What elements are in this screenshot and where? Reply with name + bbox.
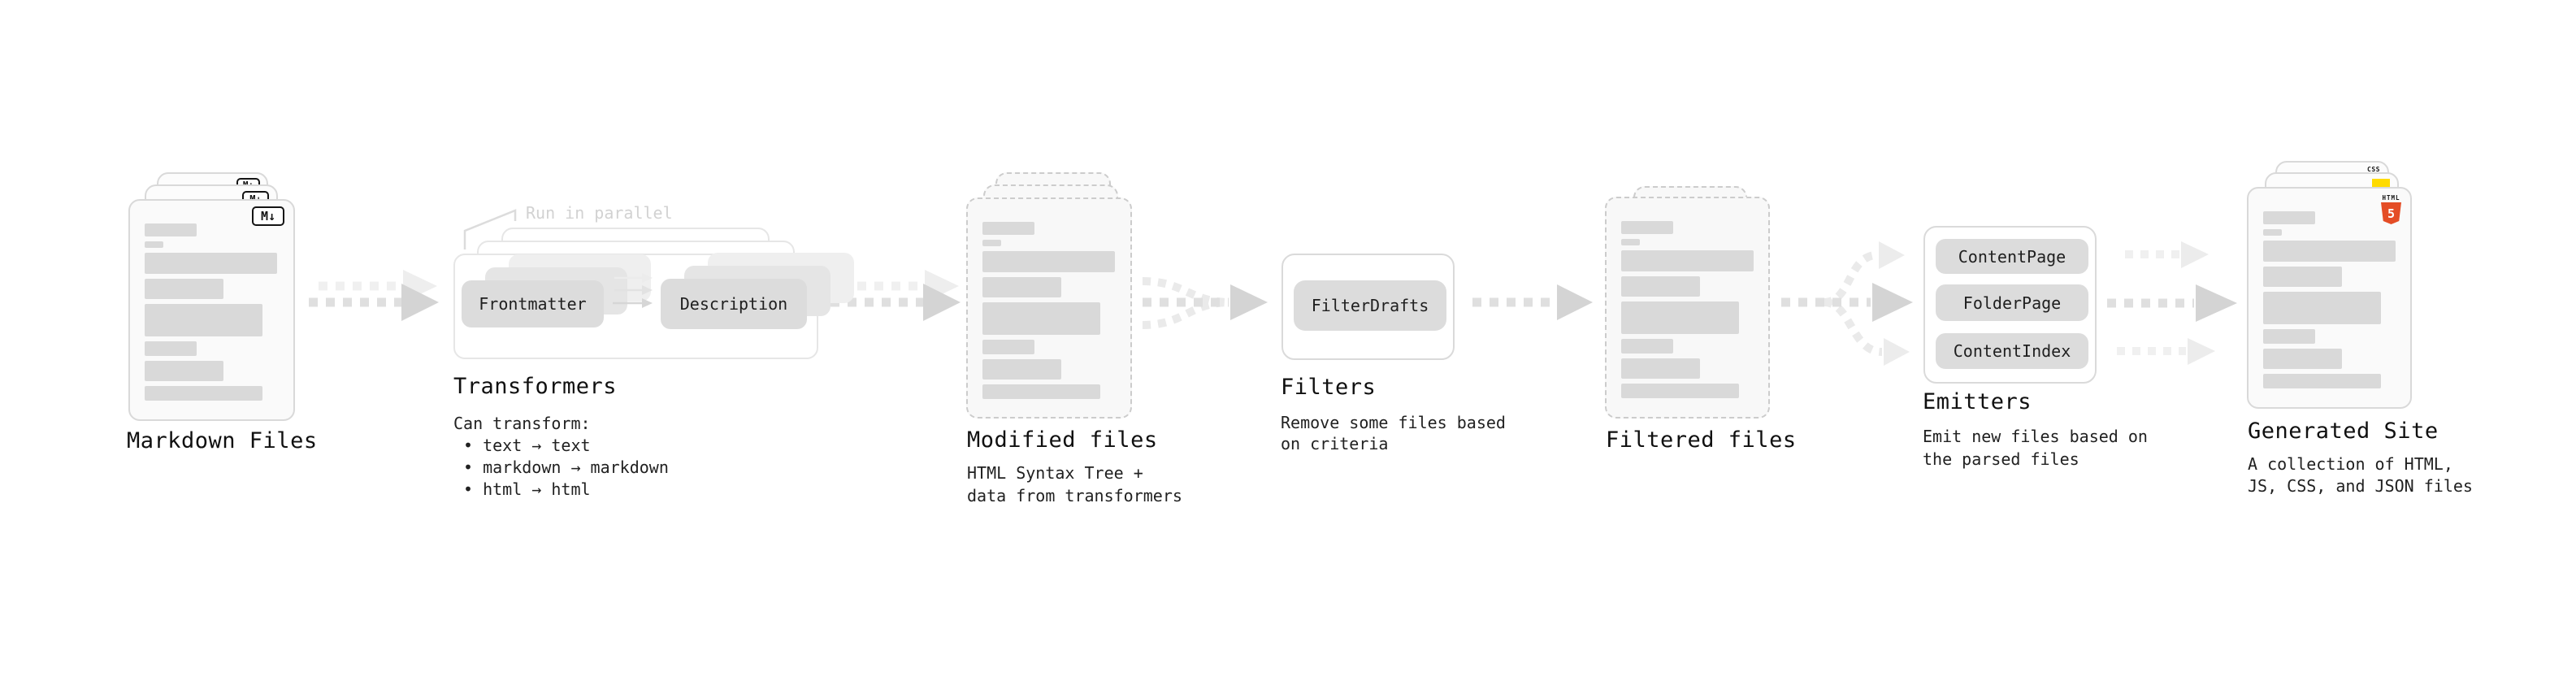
modified-files-stack	[966, 172, 1165, 424]
skeleton-line	[1621, 239, 1640, 245]
subtitle-line: HTML Syntax Tree +	[967, 463, 1143, 483]
skeleton-line	[145, 279, 223, 299]
transformers-note: Can transform: • text → text • markdown …	[453, 413, 669, 501]
skeleton-line	[2263, 229, 2282, 236]
filtered-files-stack	[1605, 186, 1804, 426]
transformers-bullet: • html → html	[463, 479, 591, 499]
document-skeleton	[1621, 221, 1754, 398]
skeleton-line	[2263, 211, 2315, 224]
transformers-title: Transformers	[453, 374, 618, 399]
filtered-files-title: Filtered files	[1606, 427, 1797, 453]
modified-files-subtitle: HTML Syntax Tree + data from transformer…	[967, 462, 1182, 507]
skeleton-line	[982, 222, 1034, 235]
filtered-file-card	[1605, 197, 1770, 419]
skeleton-line	[2263, 374, 2381, 388]
subtitle-line: on criteria	[1281, 434, 1389, 453]
subtitle-line: the parsed files	[1923, 449, 2079, 469]
transformers-bullet: • text → text	[463, 436, 591, 455]
filters-title: Filters	[1281, 375, 1377, 400]
skeleton-line	[982, 384, 1100, 399]
skeleton-line	[1621, 358, 1700, 379]
html5-icon: HTML 5	[2380, 194, 2402, 224]
skeleton-line	[2263, 329, 2315, 344]
skeleton-line	[1621, 339, 1673, 354]
folderpage-pill: FolderPage	[1936, 284, 2088, 321]
filterdrafts-pill: FilterDrafts	[1294, 280, 1446, 331]
skeleton-line	[145, 253, 277, 274]
modified-file-card	[966, 197, 1132, 419]
arrow-filters-to-filtered	[1472, 284, 1593, 320]
document-skeleton	[982, 222, 1115, 399]
run-in-parallel-annotation: Run in parallel	[526, 203, 673, 223]
generated-site-subtitle: A collection of HTML, JS, CSS, and JSON …	[2248, 453, 2473, 497]
skeleton-line	[2263, 349, 2342, 369]
markdown-icon: M↓	[252, 206, 284, 226]
skeleton-line	[982, 359, 1061, 380]
contentpage-pill: ContentPage	[1936, 239, 2088, 274]
skeleton-line	[145, 223, 197, 236]
subtitle-line: Remove some files based	[1281, 413, 1506, 432]
html5-icon-label: HTML	[2382, 194, 2400, 202]
skeleton-line	[982, 277, 1061, 297]
skeleton-line	[982, 302, 1100, 335]
skeleton-line	[145, 341, 197, 356]
arrow-markdown-to-transformers	[309, 270, 439, 321]
contentindex-pill: ContentIndex	[1936, 333, 2088, 369]
skeleton-line	[982, 240, 1001, 246]
skeleton-line	[1621, 301, 1739, 334]
skeleton-line	[1621, 384, 1739, 398]
skeleton-line	[1621, 276, 1700, 297]
skeleton-line	[145, 386, 262, 401]
html5-icon-number: 5	[2387, 206, 2396, 221]
skeleton-line	[145, 361, 223, 381]
skeleton-line	[145, 241, 163, 248]
subtitle-line: data from transformers	[967, 486, 1182, 505]
transformers-bullet: • markdown → markdown	[463, 458, 669, 477]
markdown-files-title: Markdown Files	[127, 428, 318, 453]
skeleton-line	[2263, 241, 2396, 262]
generated-site-stack: CSS HTML 5	[2247, 161, 2446, 413]
emitters-subtitle: Emit new files based on the parsed files	[1923, 425, 2148, 471]
transformers-cluster: Frontmatter Description	[453, 228, 854, 366]
document-skeleton	[2263, 211, 2396, 388]
skeleton-line	[145, 304, 262, 336]
subtitle-line: Emit new files based on	[1923, 427, 2148, 446]
transformers-note-heading: Can transform:	[453, 414, 591, 433]
filters-subtitle: Remove some files based on criteria	[1281, 412, 1506, 454]
filters-box: FilterDrafts	[1281, 254, 1455, 360]
skeleton-line	[1621, 221, 1673, 234]
document-skeleton	[145, 223, 277, 401]
js-icon	[2372, 179, 2390, 187]
subtitle-line: JS, CSS, and JSON files	[2248, 476, 2473, 496]
html-file-card: HTML 5	[2247, 187, 2412, 409]
frontmatter-pill: Frontmatter	[462, 280, 604, 327]
skeleton-line	[2263, 267, 2342, 287]
emitters-box: ContentPage FolderPage ContentIndex	[1923, 226, 2097, 384]
description-pill: Description	[661, 279, 807, 329]
generated-site-title: Generated Site	[2248, 419, 2439, 444]
markdown-file-card: M↓	[128, 199, 295, 421]
arrows-emitters-to-generated	[2107, 241, 2237, 365]
skeleton-line	[982, 251, 1115, 272]
modified-files-title: Modified files	[967, 427, 1158, 453]
markdown-files-stack: M↓ M↓ M↓	[128, 172, 327, 424]
subtitle-line: A collection of HTML,	[2248, 454, 2453, 474]
skeleton-line	[982, 340, 1034, 354]
skeleton-line	[2263, 292, 2381, 324]
emitters-title: Emitters	[1923, 389, 2032, 414]
skeleton-line	[1621, 250, 1754, 271]
